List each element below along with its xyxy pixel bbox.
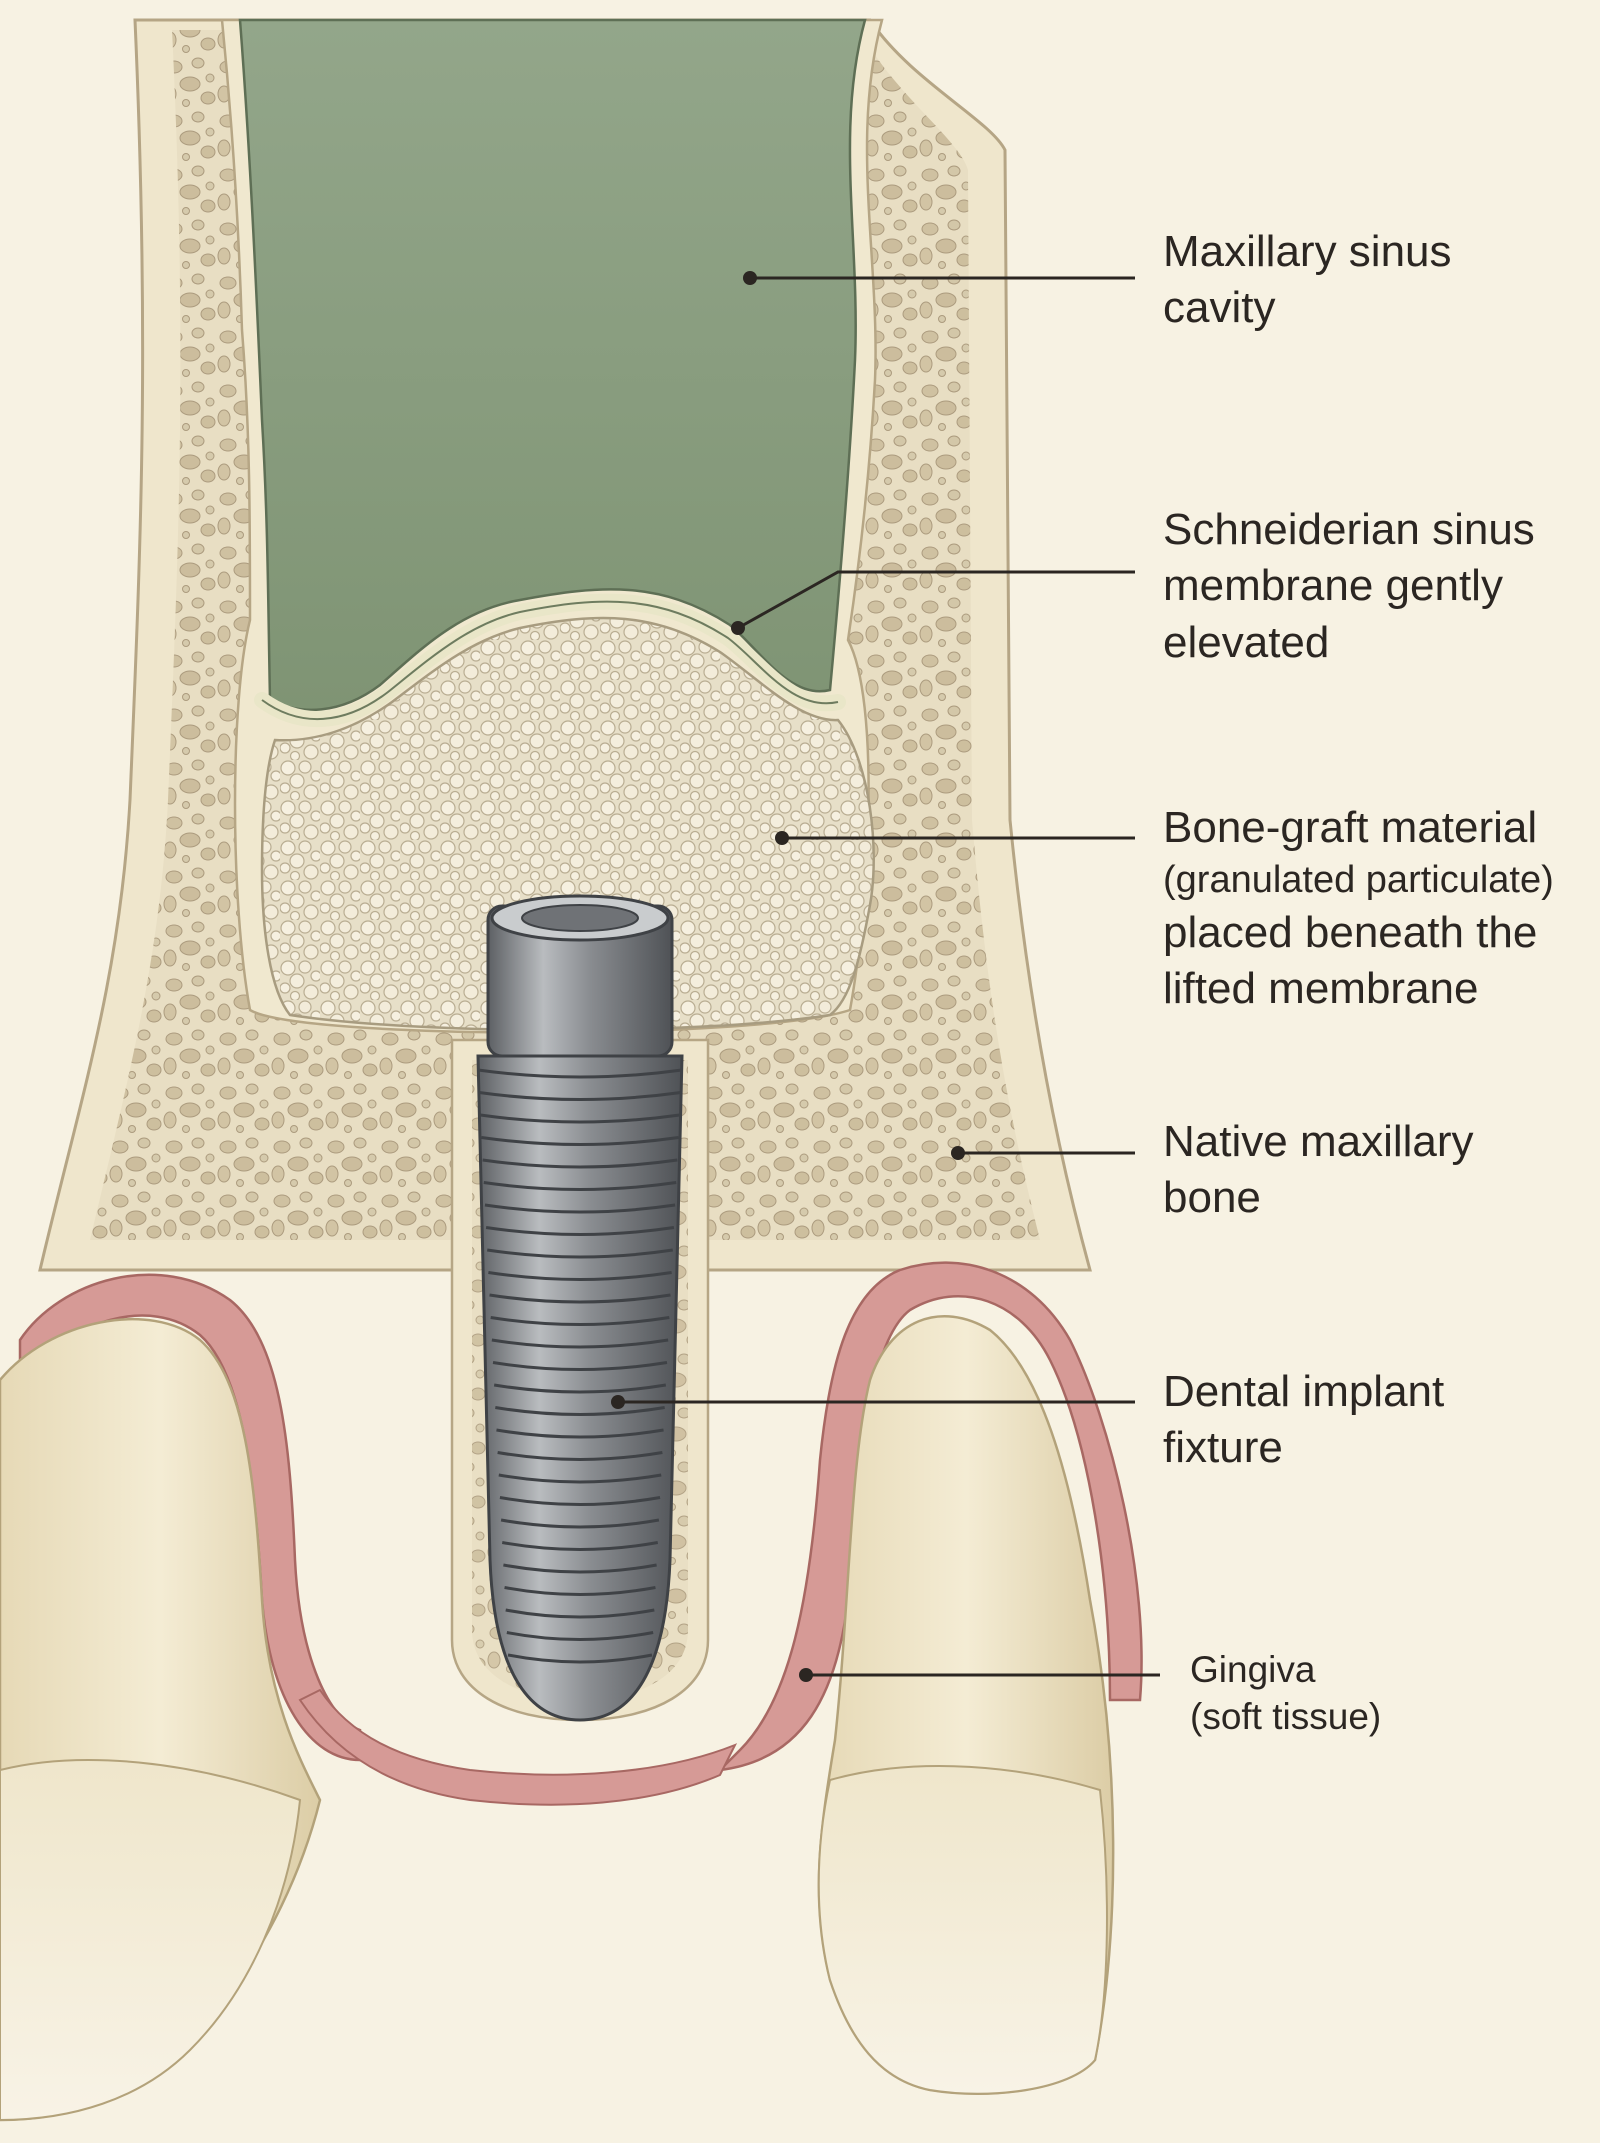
implant-thread [507,1653,653,1664]
label-maxillary-sinus: Maxillary sinus cavity [1163,227,1452,333]
leader-lines [618,276,1160,1677]
implant-thread [489,1293,671,1304]
implant-thread [500,1518,660,1529]
implant-thread [481,1136,679,1146]
gingiva-base [298,1688,738,1806]
implant-thread [504,1586,656,1596]
implant-thread [478,1091,682,1101]
implant-thread [483,1181,677,1191]
leader-membrane [737,570,1135,630]
label-schneiderian-membrane: Schneiderian sinus membrane gently eleva… [1163,505,1535,667]
implant-thread [501,1541,659,1551]
implant-thread [490,1316,670,1326]
implant-thread [487,1248,673,1259]
gingiva-right [716,1261,1143,1772]
label-native-bone: Native maxillary bone [1163,1117,1474,1223]
implant-thread [497,1451,663,1461]
bone-graft-mass [260,616,875,1032]
implant-thread [496,1428,664,1439]
leader-dots [611,271,965,1682]
implant-thread [492,1361,668,1371]
implant-thread [493,1383,667,1394]
dental-implant [476,894,684,1722]
implant-thread [505,1608,655,1619]
implant-thread [506,1631,654,1641]
label-bone-graft: Bone-graft material (granulated particul… [1163,803,1554,1014]
implant-thread [491,1338,669,1349]
label-implant: Dental implant fixture [1163,1367,1445,1473]
maxillary-sinus [238,18,867,712]
implant-thread [495,1406,665,1416]
implant-thread [499,1496,661,1506]
implant-thread [477,1068,683,1079]
implant-thread [503,1563,657,1574]
implant-thread [485,1226,675,1236]
implant-thread [482,1158,678,1169]
implant-thread [484,1203,676,1214]
implant-thread [488,1271,672,1281]
label-gingiva: Gingiva (soft tissue) [1190,1649,1382,1738]
implant-thread [498,1473,662,1484]
implant-thread [480,1113,680,1124]
